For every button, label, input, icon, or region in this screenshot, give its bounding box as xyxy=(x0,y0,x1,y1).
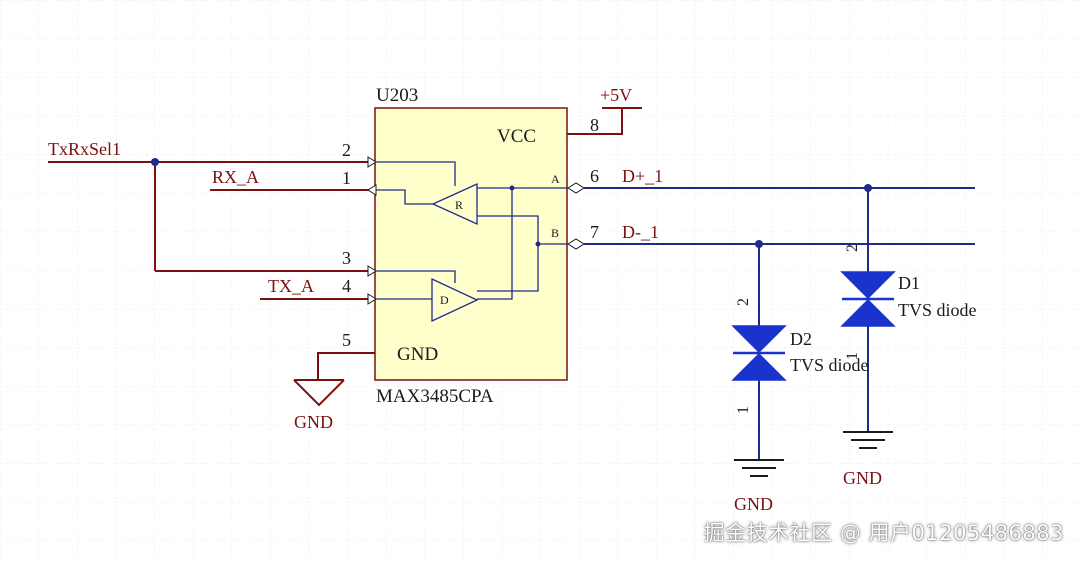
d2-designator: D2 xyxy=(790,329,812,349)
chip-body xyxy=(374,107,568,381)
d2-type: TVS diode xyxy=(790,355,869,375)
d1-pin-top: 2 xyxy=(844,244,861,252)
internal-junction-a xyxy=(509,185,515,191)
chip-pin-a-label: A xyxy=(551,172,560,186)
junction-d-minus xyxy=(755,240,763,248)
chip-vcc-label: VCC xyxy=(497,126,536,147)
net-label-d-minus: D-_1 xyxy=(622,222,659,242)
net-label-txrxsel: TxRxSel1 xyxy=(48,139,121,159)
vcc-wire xyxy=(567,107,642,135)
pin-3-number: 3 xyxy=(342,248,351,268)
d1-designator: D1 xyxy=(898,273,920,293)
pin-7-number: 7 xyxy=(590,222,599,242)
pin-5-number: 5 xyxy=(342,330,351,350)
watermark-text: 掘金技术社区 @ 用户01205486883 xyxy=(703,521,1064,545)
pin-1-number: 1 xyxy=(342,168,351,188)
svg-text:R: R xyxy=(455,198,463,212)
ground-label-chip: GND xyxy=(294,412,333,432)
receiver-buffer: R xyxy=(431,182,478,226)
pin-6-number: 6 xyxy=(590,166,599,186)
internal-wires xyxy=(376,161,567,300)
pin-4-number: 4 xyxy=(342,276,351,296)
d2-pin-top: 2 xyxy=(735,298,752,306)
d1-pin-bottom: 1 xyxy=(844,352,861,360)
ground-symbol-chip xyxy=(293,379,345,407)
driver-buffer: D xyxy=(431,277,479,323)
pin-8-number: 8 xyxy=(590,115,599,135)
chip-pin-b-label: B xyxy=(551,226,559,240)
svg-text:D: D xyxy=(440,293,449,307)
internal-junction-b xyxy=(535,241,541,247)
net-label-tx: TX_A xyxy=(268,276,314,296)
d2-pin-bottom: 1 xyxy=(735,406,752,414)
pin-arrows-left xyxy=(367,156,377,305)
pin-2-number: 2 xyxy=(342,140,351,160)
net-label-d-plus: D+_1 xyxy=(622,166,663,186)
ground-label-d2: GND xyxy=(734,494,773,514)
chip-gnd-label: GND xyxy=(397,344,438,365)
tvs-diode-d2 xyxy=(731,325,787,381)
net-label-rx: RX_A xyxy=(212,167,259,187)
chip-designator: U203 xyxy=(376,85,418,106)
junction-d-plus xyxy=(864,184,872,192)
ground-symbol-d2 xyxy=(734,459,784,477)
left-wires xyxy=(48,161,375,380)
tvs-diode-d1 xyxy=(840,271,896,327)
d1-type: TVS diode xyxy=(898,300,977,320)
junction-txrxsel xyxy=(151,158,159,166)
ground-label-d1: GND xyxy=(843,468,882,488)
supply-label: +5V xyxy=(600,85,632,105)
chip-part-number: MAX3485CPA xyxy=(376,386,494,407)
ground-symbol-d1 xyxy=(843,431,893,449)
